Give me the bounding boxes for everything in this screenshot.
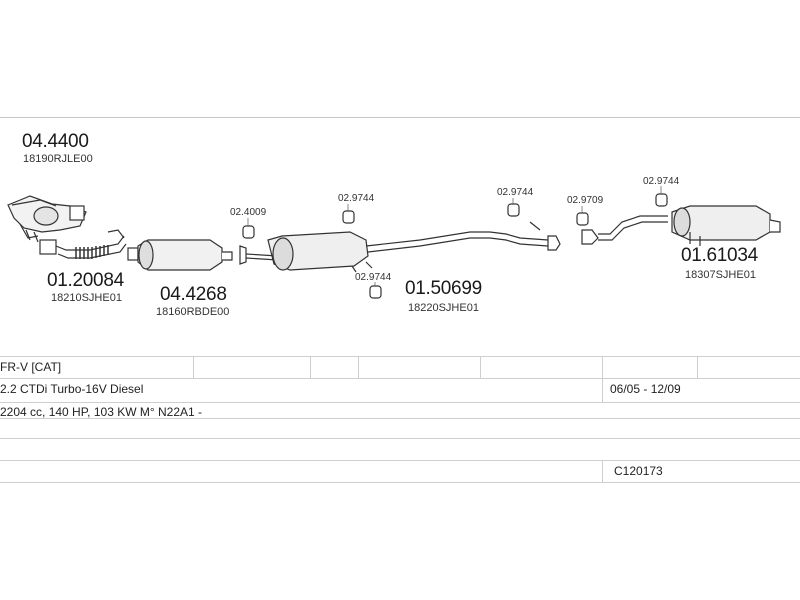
part-number-rear-silencer: 01.61034 [681, 245, 758, 266]
rear-silencer-drawing [581, 205, 781, 246]
table-divider [602, 356, 603, 402]
specs-text: 2204 cc, 140 HP, 103 KW M° N22A1 - [0, 405, 203, 419]
oem-number-rear-silencer: 18307SJHE01 [685, 269, 756, 281]
years-text: 06/05 - 12/09 [610, 382, 681, 396]
table-bottom-line [0, 482, 800, 483]
clamp-number-1: 02.4009 [230, 207, 267, 218]
clamp-number-2: 02.9744 [338, 193, 375, 204]
oem-number-flex-pipe: 18210SJHE01 [51, 292, 122, 304]
table-row-empty-1 [0, 418, 800, 439]
table-row-specs: 2204 cc, 140 HP, 103 KW M° N22A1 - [0, 402, 800, 419]
table-divider [602, 460, 603, 482]
table-row-empty-2 [0, 438, 800, 461]
clamp-number-6: 02.9744 [643, 176, 680, 187]
frame-top-line [0, 117, 800, 118]
oem-number-front-pipe: 18190RJLE00 [23, 153, 93, 165]
clamp-number-5: 02.9709 [567, 195, 604, 206]
front-pipe-drawing [7, 195, 87, 243]
part-number-front-pipe: 04.4400 [22, 131, 89, 152]
oem-number-middle-silencer: 18220SJHE01 [408, 302, 479, 314]
clamp-hangers [242, 193, 668, 299]
part-number-flex-pipe: 01.20084 [47, 270, 124, 291]
table-divider [358, 356, 359, 378]
table-divider [310, 356, 311, 378]
table-divider [697, 356, 698, 378]
clamp-number-3: 02.9744 [355, 272, 392, 283]
table-divider [480, 356, 481, 378]
table-row-model: FR-V [CAT] [0, 356, 800, 379]
part-number-middle-silencer: 01.50699 [405, 278, 482, 299]
leader-lines [247, 186, 662, 286]
exhaust-system-diagram [7, 186, 781, 299]
catalyst-drawing [127, 239, 233, 271]
oem-number-catalyst: 18160RBDE00 [156, 306, 230, 318]
part-number-catalyst: 04.4268 [160, 284, 227, 305]
code-text: C120173 [614, 464, 663, 478]
table-row-engine: 2.2 CTDi Turbo-16V Diesel 06/05 - 12/09 [0, 378, 800, 403]
table-divider [193, 356, 194, 378]
table-row-code: C120173 [0, 460, 800, 483]
flex-pipe-drawing [39, 229, 127, 259]
engine-text: 2.2 CTDi Turbo-16V Diesel [0, 382, 144, 396]
model-text: FR-V [CAT] [0, 360, 62, 374]
middle-silencer-drawing [239, 221, 561, 273]
clamp-number-4: 02.9744 [497, 187, 534, 198]
